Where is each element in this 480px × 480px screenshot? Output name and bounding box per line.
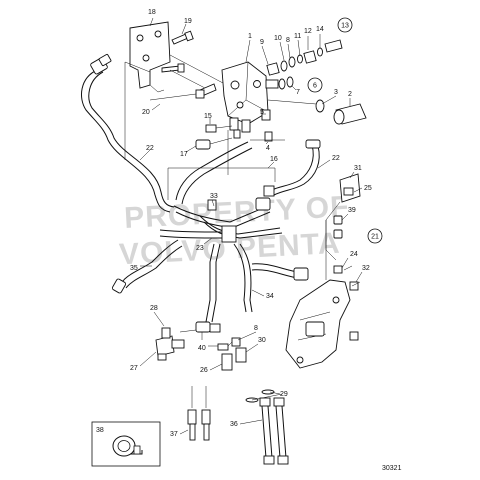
fitting-row-7 — [265, 76, 294, 90]
inset-box: 38 — [91, 421, 161, 467]
callout-24: 24 — [350, 251, 358, 258]
circled-callout-13: 13 — [337, 17, 353, 33]
fitting-pair-37 — [187, 386, 211, 441]
callout-22-right: 22 — [332, 155, 340, 162]
fitting-8-lower — [231, 337, 241, 347]
hose-16 — [175, 141, 253, 205]
callout-10: 10 — [274, 35, 282, 42]
callout-29: 29 — [280, 391, 288, 398]
circled-callout-6-text: 6 — [313, 83, 317, 90]
callout-37: 37 — [170, 431, 178, 438]
callout-36: 36 — [230, 421, 238, 428]
callout-9: 9 — [260, 39, 264, 46]
pipe-assembly-23 — [159, 197, 283, 243]
leader-box-16 — [167, 130, 285, 200]
bolt-15 — [205, 124, 233, 133]
callout-30: 30 — [258, 337, 266, 344]
hose-35 — [111, 239, 183, 294]
callout-labels: 18 19 1 9 10 8 11 12 14 7 3 2 20 15 5 4 … — [130, 9, 372, 438]
callout-8: 8 — [286, 37, 290, 44]
fitting-20 — [149, 83, 217, 101]
hose-34 — [233, 243, 309, 313]
callout-12: 12 — [304, 28, 312, 35]
callout-34: 34 — [266, 293, 274, 300]
callout-20: 20 — [142, 109, 150, 116]
hose-22-right — [263, 139, 321, 197]
fitting-30 — [235, 347, 247, 363]
fitting-40 — [217, 343, 229, 351]
callout-14: 14 — [316, 26, 324, 33]
tape-roll-icon — [112, 435, 143, 457]
callout-33: 33 — [210, 193, 218, 200]
circled-callout-21: 21 — [367, 228, 383, 244]
plug-3 — [267, 99, 325, 113]
callout-18: 18 — [148, 9, 156, 16]
callout-39: 39 — [348, 207, 356, 214]
callout-17: 17 — [180, 151, 188, 158]
callout-31: 31 — [354, 165, 362, 172]
callout-27: 27 — [130, 365, 138, 372]
callout-4: 4 — [266, 145, 270, 152]
callout-1: 1 — [248, 33, 252, 40]
callout-32: 32 — [362, 265, 370, 272]
callout-25: 25 — [364, 185, 372, 192]
fitting-stack-right — [266, 39, 343, 76]
callout-leaders — [139, 17, 363, 435]
bolt-5 — [261, 109, 271, 121]
fitting-top-left — [90, 53, 112, 75]
callout-5: 5 — [260, 109, 264, 116]
bolt-plate-lower — [349, 331, 359, 341]
sensor-2 — [333, 103, 367, 125]
callout-22-left: 22 — [146, 145, 154, 152]
bolt-25 — [343, 187, 354, 196]
reference-number: 30321 — [382, 465, 402, 472]
bolt-4 — [264, 131, 273, 142]
fitting-17 — [195, 137, 233, 150]
bolt-bracket-lower — [161, 63, 185, 73]
callout-23: 23 — [196, 245, 204, 252]
inset-label: 38 — [96, 427, 104, 434]
callout-8-lower: 8 — [254, 325, 258, 332]
clip-39 — [333, 215, 343, 239]
callout-16: 16 — [270, 156, 278, 163]
callout-28: 28 — [150, 305, 158, 312]
circled-callout-6: 6 — [307, 77, 323, 93]
callout-19: 19 — [184, 18, 192, 25]
leader-lower — [179, 329, 233, 347]
fitting-26 — [221, 353, 233, 371]
callout-26: 26 — [200, 367, 208, 374]
callout-7: 7 — [296, 89, 300, 96]
pipe-down-center — [205, 243, 221, 323]
bracket-18 — [129, 21, 171, 93]
circled-callout-21-text: 21 — [371, 234, 379, 241]
callout-11: 11 — [294, 33, 301, 40]
callout-40: 40 — [198, 345, 206, 352]
hose-22-left — [80, 69, 175, 213]
circled-callout-13-text: 13 — [341, 23, 349, 30]
bolt-24 — [333, 265, 343, 274]
tee-27 — [155, 327, 185, 361]
bracket-plate-right — [285, 279, 351, 369]
callout-15: 15 — [204, 113, 212, 120]
callout-35: 35 — [130, 265, 138, 272]
clamps-29 — [245, 389, 283, 403]
bolt-32 — [349, 281, 359, 291]
valve-block-1 — [221, 61, 269, 139]
bolt-19 — [171, 30, 194, 45]
callout-2: 2 — [348, 91, 352, 98]
fitting-28 — [195, 321, 221, 333]
leader-plate — [325, 220, 361, 287]
hose-pair-36 — [259, 397, 289, 465]
callout-3: 3 — [334, 89, 338, 96]
leader-box-top — [124, 54, 241, 160]
